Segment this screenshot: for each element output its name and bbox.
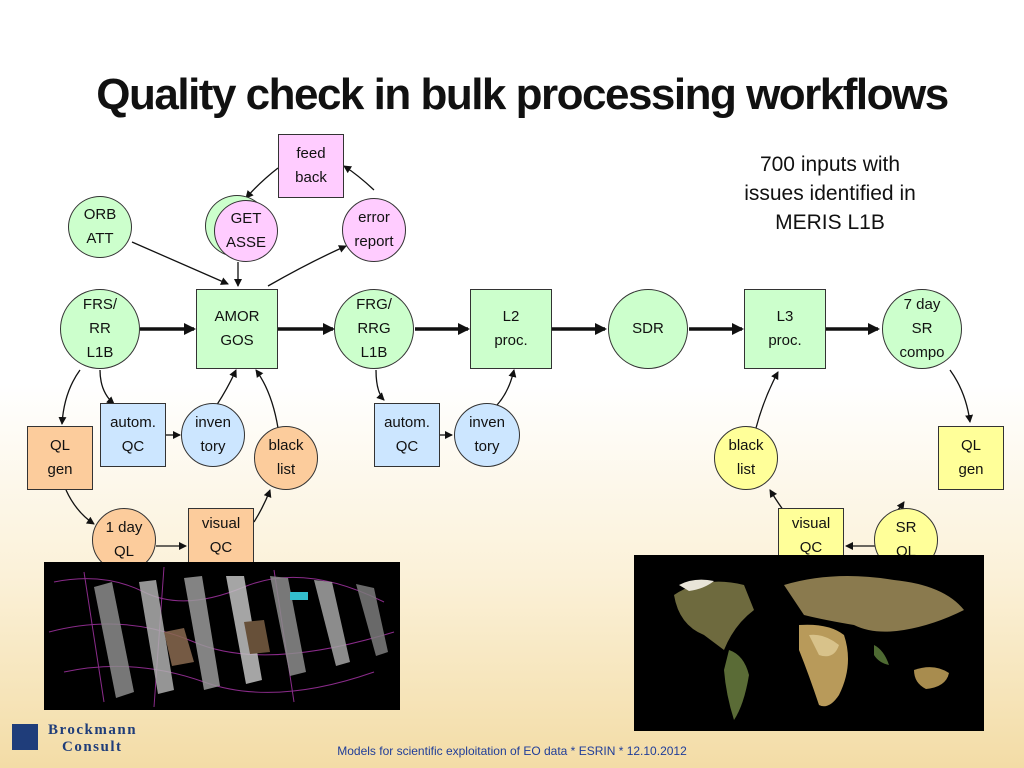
sr-7day-composite-node: 7 day SR compo	[882, 289, 962, 369]
frs-rr-l1b-node: FRS/ RR L1B	[60, 289, 140, 369]
blacklist-node-1: black list	[254, 426, 318, 490]
feedback-node: feed back	[278, 134, 344, 198]
auto-qc-node-1: autom. QC	[100, 403, 166, 467]
issues-note: 700 inputs with issues identified in MER…	[744, 153, 916, 234]
error-report-node: error report	[342, 198, 406, 262]
inventory-node-2: inven tory	[454, 403, 520, 467]
l2-proc-node: L2 proc.	[470, 289, 552, 369]
get-asse-node: GET ASSE	[214, 200, 278, 262]
auto-qc-node-2: autom. QC	[374, 403, 440, 467]
sdr-node: SDR	[608, 289, 688, 369]
slide-title: Quality check in bulk processing workflo…	[96, 70, 949, 119]
brockmann-logo-icon	[12, 724, 38, 750]
footer-text: Models for scientific exploitation of EO…	[337, 744, 687, 758]
amorgos-node: AMOR GOS	[196, 289, 278, 369]
visual-qc-node-2: visual QC	[778, 508, 844, 564]
inventory-node-1: inven tory	[181, 403, 245, 467]
world-surface-reflectance-image	[634, 555, 984, 731]
daily-quicklook-map	[44, 562, 400, 710]
sr-quicklook-map	[634, 555, 984, 731]
frg-rrg-l1b-node: FRG/ RRG L1B	[334, 289, 414, 369]
logo-line-1: Brockmann	[48, 722, 138, 738]
l3-proc-node: L3 proc.	[744, 289, 826, 369]
blacklist-node-2: black list	[714, 426, 778, 490]
ql-gen-node-2: QL gen	[938, 426, 1004, 490]
visual-qc-node-1: visual QC	[188, 508, 254, 564]
logo-line-2: Consult	[62, 739, 123, 755]
ql-gen-node-1: QL gen	[27, 426, 93, 490]
quicklook-swaths-image	[44, 562, 400, 710]
orb-att-node: ORB ATT	[68, 196, 132, 258]
brockmann-logo-text: Brockmann Consult	[48, 722, 137, 756]
one-day-ql-node: 1 day QL	[92, 508, 156, 572]
